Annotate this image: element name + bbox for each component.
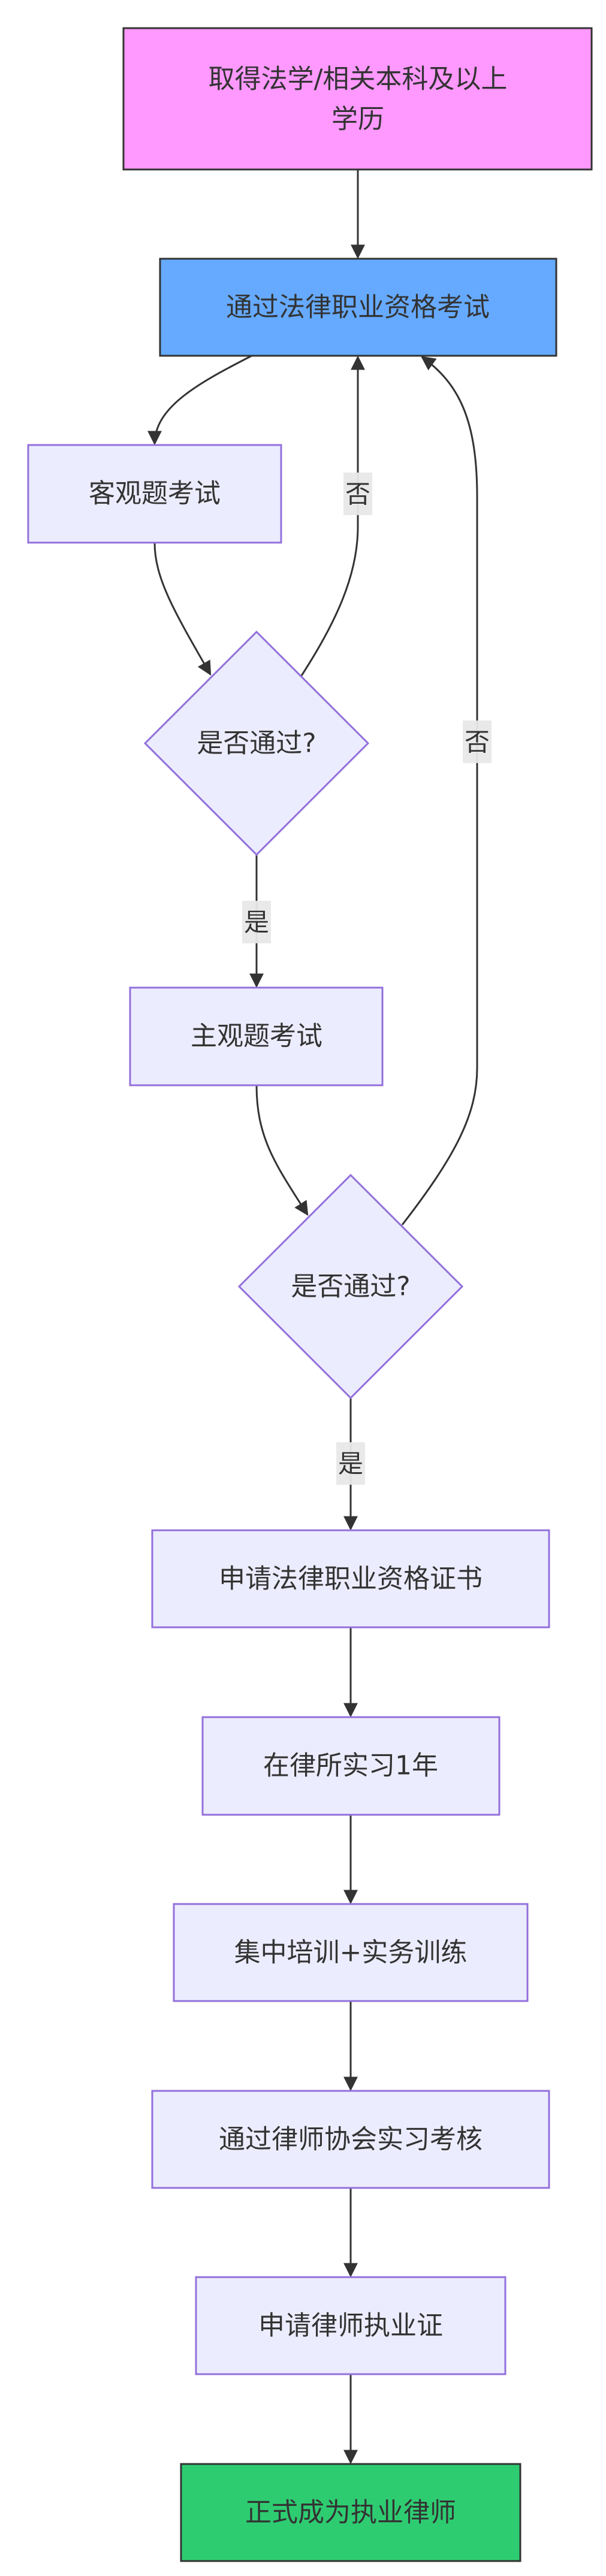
- node-start-line1: 取得法学/相关本科及以上: [209, 64, 508, 95]
- node-apply-cert[interactable]: 申请法律职业资格证书: [151, 1529, 550, 1628]
- node-decision1[interactable]: 是否通过?: [143, 630, 370, 856]
- node-objective-label: 客观题考试: [89, 479, 221, 509]
- edge-exam-to-objective: [147, 355, 252, 446]
- edge-label-d2-no: 否: [463, 721, 492, 763]
- node-exam[interactable]: 通过法律职业资格考试: [159, 258, 557, 357]
- edge-label-d1-no: 否: [343, 473, 372, 515]
- node-decision1-label: 是否通过?: [197, 728, 316, 759]
- node-start[interactable]: 取得法学/相关本科及以上 学历: [122, 27, 593, 171]
- node-training[interactable]: 集中培训+实务训练: [173, 1903, 529, 2002]
- node-internship[interactable]: 在律所实习1年: [201, 1716, 501, 1816]
- edge-subjective-to-decision2: [255, 1085, 309, 1216]
- node-final[interactable]: 正式成为执业律师: [180, 2463, 521, 2562]
- node-apply-license-label: 申请律师执业证: [258, 2311, 443, 2341]
- node-subjective[interactable]: 主观题考试: [129, 986, 384, 1086]
- node-subjective-label: 主观题考试: [191, 1021, 322, 1052]
- node-final-label: 正式成为执业律师: [245, 2498, 456, 2528]
- edge-objective-to-decision1: [153, 542, 212, 676]
- node-apply-cert-label: 申请法律职业资格证书: [219, 1564, 483, 1594]
- node-start-line2: 学历: [331, 104, 384, 135]
- edge-decision2-no-to-exam: [401, 356, 478, 1225]
- node-training-label: 集中培训+实务训练: [234, 1938, 468, 1968]
- node-apply-license[interactable]: 申请律师执业证: [195, 2276, 506, 2375]
- node-bar-assessment[interactable]: 通过律师协会实习考核: [151, 2090, 550, 2189]
- node-internship-label: 在律所实习1年: [263, 1751, 438, 1781]
- edge-label-text: 是: [244, 908, 269, 937]
- edge-label-text: 否: [345, 480, 370, 509]
- edge-label-text: 是: [338, 1449, 363, 1479]
- edge-label-d2-yes: 是: [336, 1442, 365, 1485]
- node-bar-assessment-label: 通过律师协会实习考核: [219, 2124, 483, 2155]
- node-decision2-label: 是否通过?: [291, 1272, 410, 1302]
- edge-label-d1-yes: 是: [242, 901, 271, 943]
- edge-label-text: 否: [465, 728, 490, 757]
- edge-decision1-no-to-exam: [300, 355, 365, 676]
- node-decision2[interactable]: 是否通过?: [237, 1173, 464, 1400]
- node-exam-label: 通过法律职业资格考试: [226, 292, 490, 323]
- node-objective[interactable]: 客观题考试: [27, 444, 282, 544]
